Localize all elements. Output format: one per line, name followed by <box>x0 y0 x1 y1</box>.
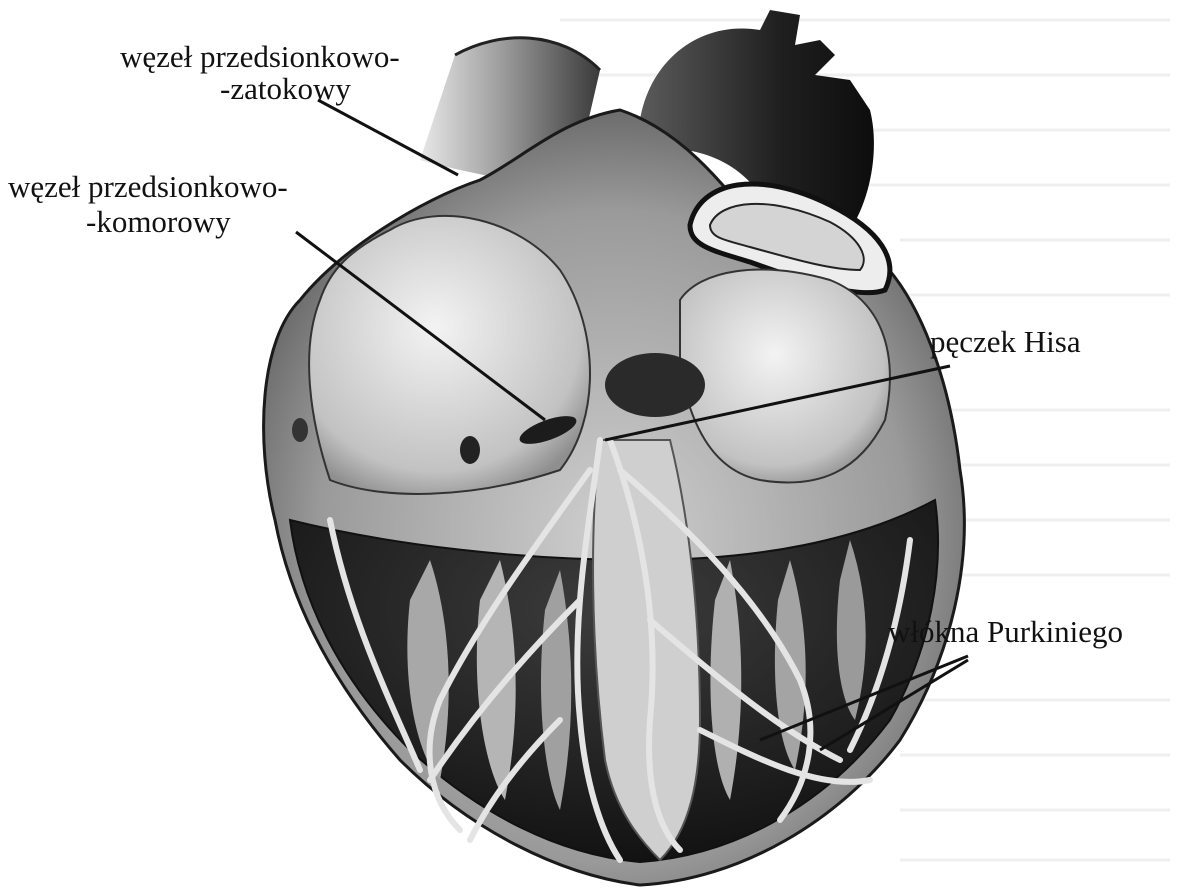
label-bundle-of-his: pęczek Hisa <box>930 325 1081 359</box>
label-av-node-line1: węzeł przedsionkowo- <box>8 170 288 204</box>
label-sa-node-line2: -zatokowy <box>220 72 351 106</box>
label-av-node-line2: -komorowy <box>86 205 231 239</box>
right-atrium <box>292 216 590 494</box>
label-sa-node-line1: węzeł przedsionkowo- <box>120 40 400 74</box>
label-purkinje-fibers: włókna Purkiniego <box>888 615 1123 649</box>
